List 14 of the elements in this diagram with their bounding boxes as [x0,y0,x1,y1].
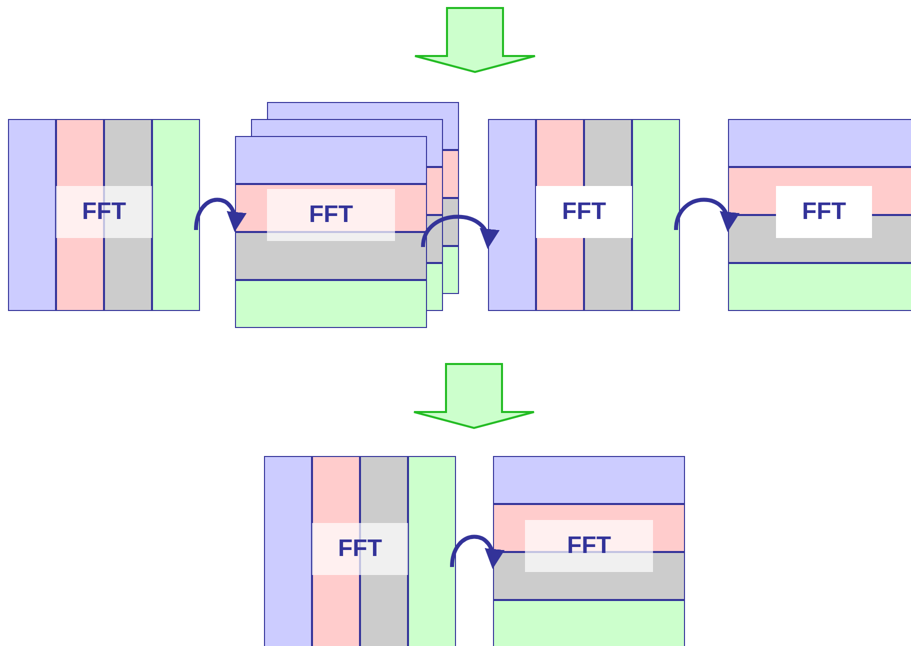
fft-block [235,136,427,328]
fft-label: FFT [267,189,395,241]
fft-block [728,119,911,311]
fft-block [488,119,680,311]
fft-block [264,456,456,646]
fft-label: FFT [312,523,408,575]
fft-label: FFT [776,186,872,238]
fft-label: FFT [56,186,152,238]
fft-block [8,119,200,311]
fft-label: FFT [536,186,632,238]
fft-label: FFT [525,520,653,572]
curved-arrow [421,214,498,249]
fft-block [493,456,685,646]
curved-arrow [674,198,738,232]
